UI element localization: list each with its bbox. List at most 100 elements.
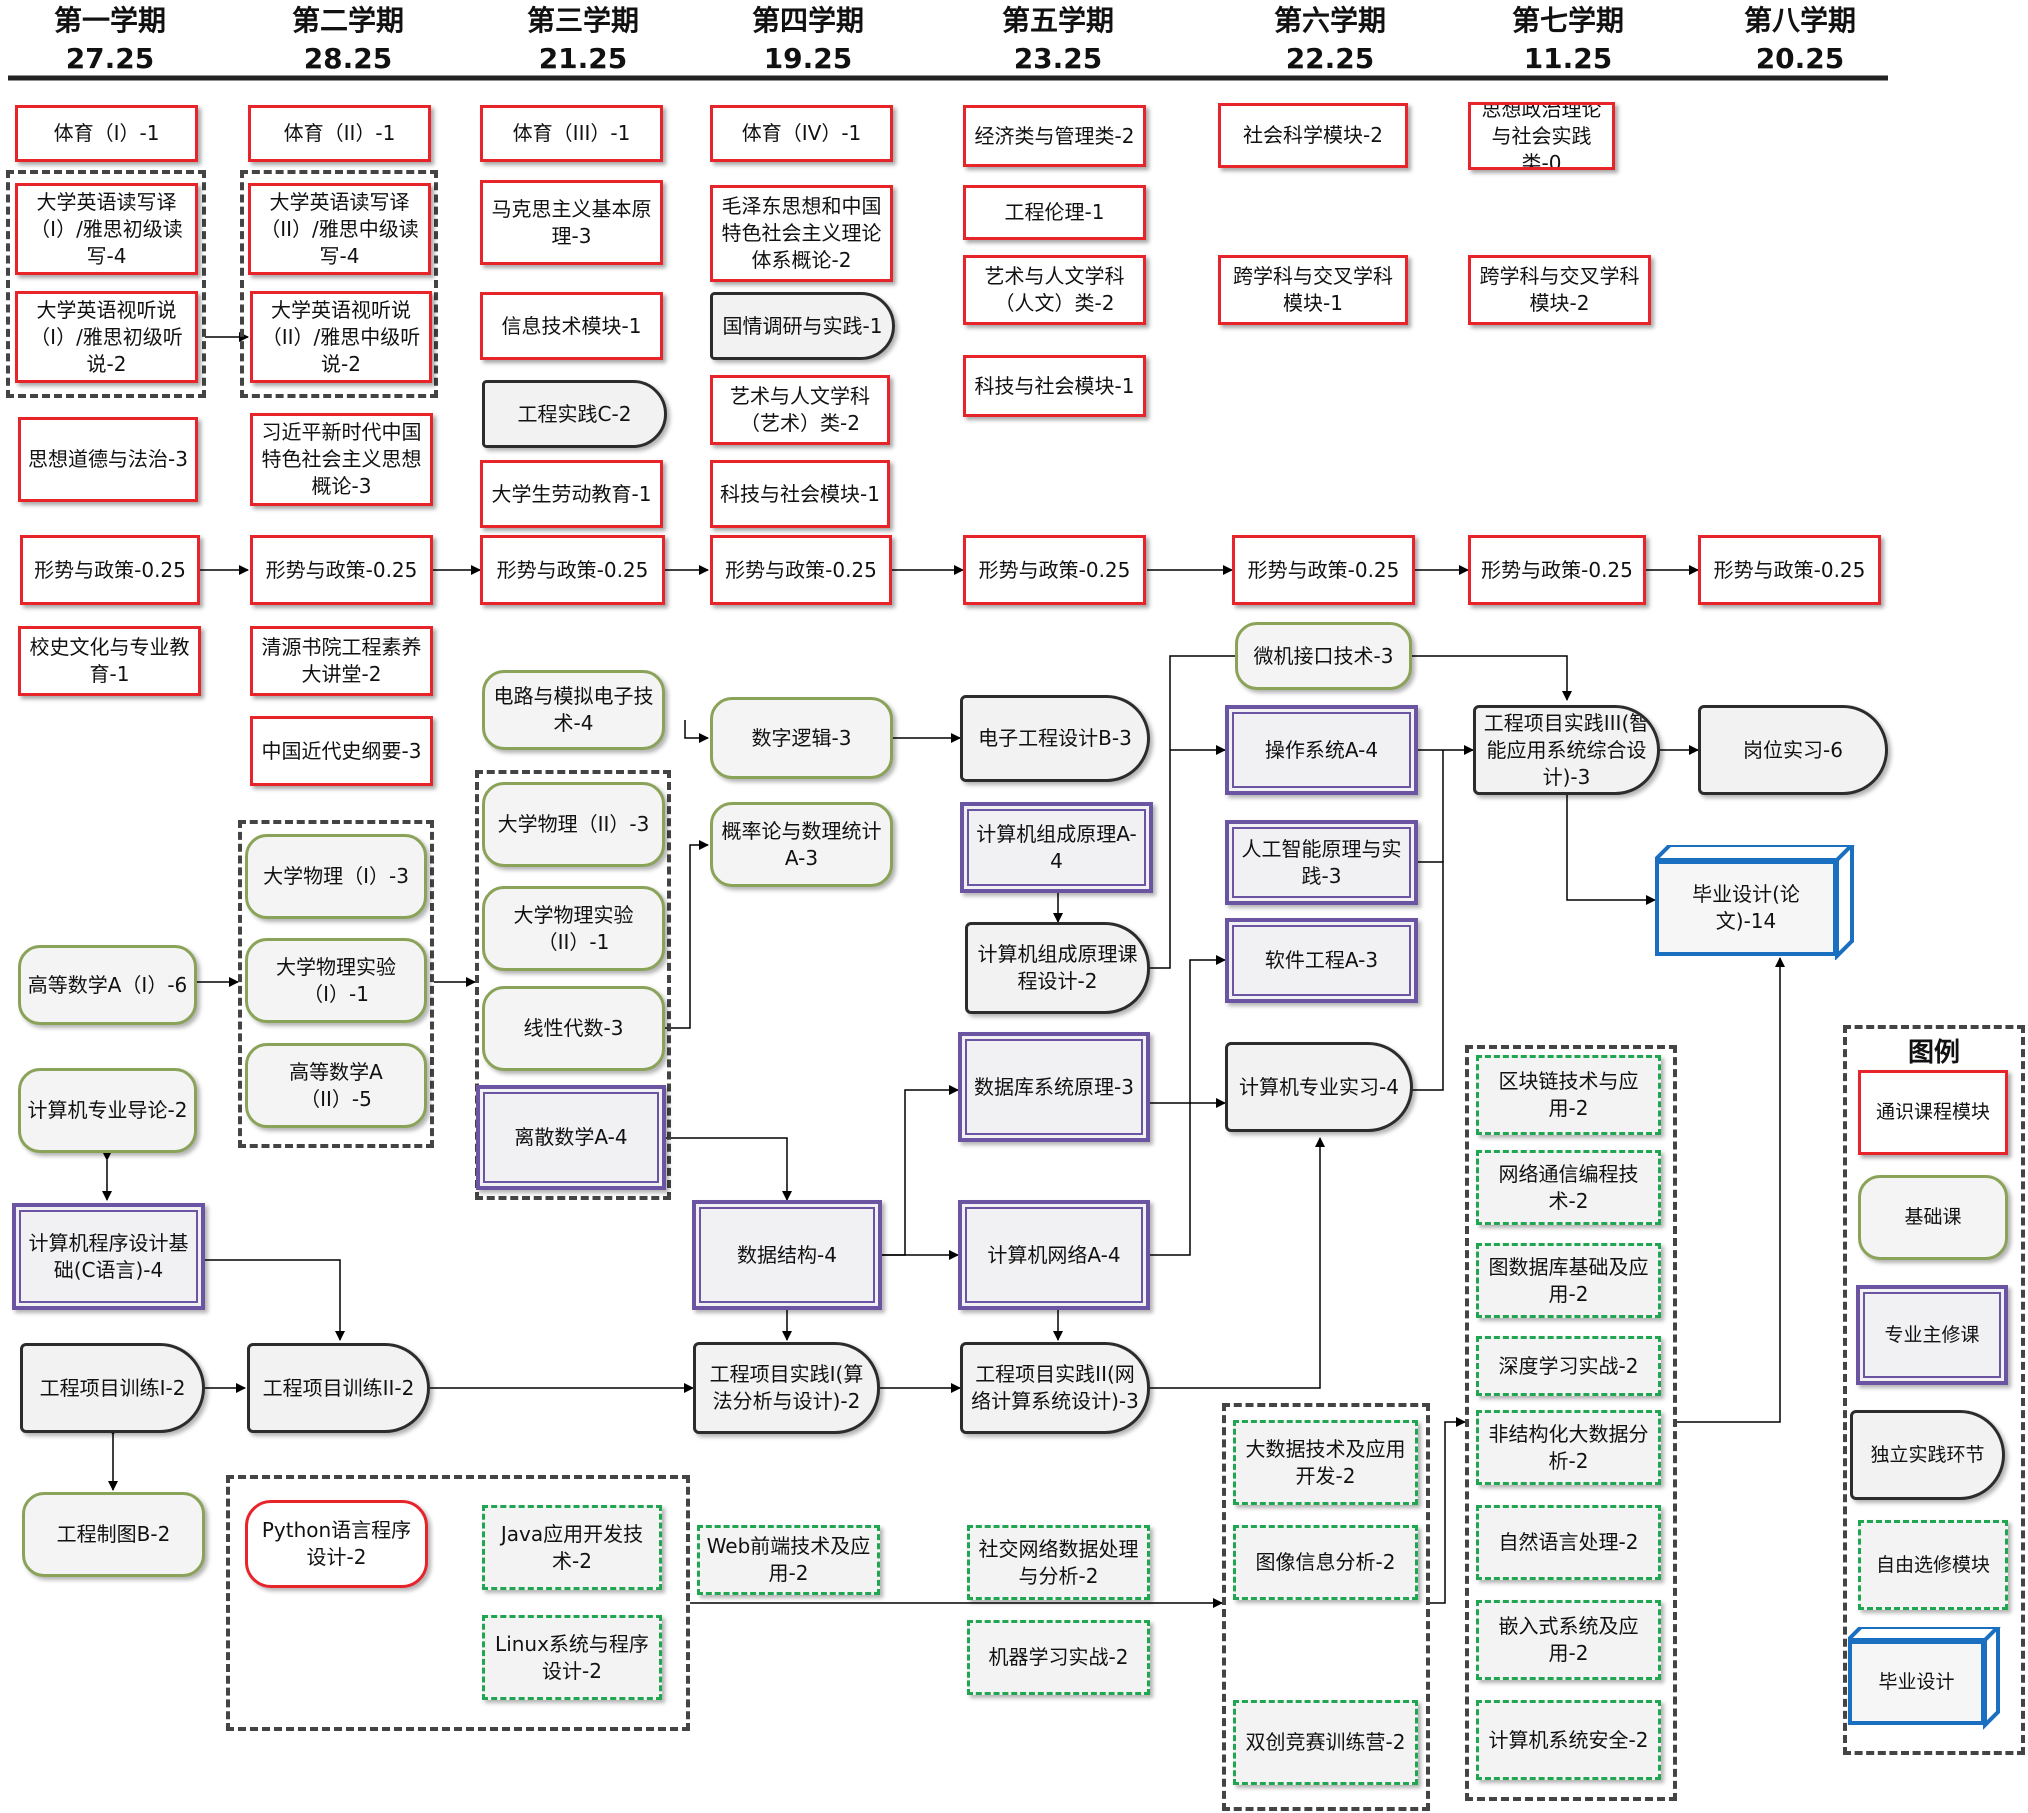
course-social-network: 社交网络数据处理与分析-2 bbox=[967, 1525, 1150, 1600]
physics-math-group-sem3 bbox=[475, 770, 671, 1200]
course-qingyuan: 清源书院工程素养大讲堂-2 bbox=[250, 626, 433, 696]
english-group-sem2 bbox=[240, 170, 438, 398]
course-english-reading-1: 大学英语读写译（I）/雅思初级读写-4 bbox=[15, 183, 198, 275]
course-digital-logic: 数字逻辑-3 bbox=[710, 697, 893, 779]
legend-graduation: 毕业设计 bbox=[1848, 1640, 1985, 1725]
course-machine-learning: 机器学习实战-2 bbox=[967, 1620, 1150, 1695]
course-marxism: 马克思主义基本原理-3 bbox=[480, 180, 663, 265]
course-linear-algebra: 线性代数-3 bbox=[482, 986, 665, 1071]
course-cs-internship: 计算机专业实习-4 bbox=[1225, 1042, 1413, 1132]
course-national-survey: 国情调研与实践-1 bbox=[710, 292, 895, 360]
course-economics: 经济类与管理类-2 bbox=[963, 105, 1146, 167]
course-training-1: 工程项目训练I-2 bbox=[20, 1343, 205, 1433]
course-physics-lab-2: 大学物理实验（II）-1 bbox=[482, 886, 665, 971]
course-english-reading-2: 大学英语读写译（II）/雅思中级读写-4 bbox=[248, 183, 431, 275]
course-python: Python语言程序设计-2 bbox=[245, 1500, 428, 1588]
course-policy-4: 形势与政策-0.25 bbox=[710, 535, 892, 605]
course-database: 数据库系统原理-3 bbox=[958, 1032, 1150, 1142]
course-unstructured: 非结构化大数据分析-2 bbox=[1476, 1410, 1661, 1485]
course-policy-1: 形势与政策-0.25 bbox=[20, 535, 200, 605]
course-physics-1: 大学物理（I）-3 bbox=[245, 834, 427, 919]
course-politics-practice: 思想政治理论与社会实践类-0 bbox=[1468, 102, 1615, 170]
course-eng-practice-c: 工程实践C-2 bbox=[482, 380, 667, 448]
course-computer-arch: 计算机组成原理A-4 bbox=[960, 802, 1153, 893]
course-art-humanities: 艺术与人文学科（人文）类-2 bbox=[963, 255, 1146, 325]
course-thesis: 毕业设计(论文)-14 bbox=[1655, 860, 1837, 956]
course-os: 操作系统A-4 bbox=[1225, 705, 1418, 795]
legend-major: 专业主修课 bbox=[1856, 1285, 2008, 1385]
course-java: Java应用开发技术-2 bbox=[482, 1505, 662, 1590]
course-nlp: 自然语言处理-2 bbox=[1476, 1505, 1661, 1580]
course-sci-soc-4: 科技与社会模块-1 bbox=[710, 460, 890, 528]
course-probability: 概率论与数理统计A-3 bbox=[710, 802, 893, 887]
course-drawing: 工程制图B-2 bbox=[22, 1492, 205, 1577]
course-c-programming: 计算机程序设计基础(C语言)-4 bbox=[12, 1203, 205, 1310]
course-policy-5: 形势与政策-0.25 bbox=[963, 535, 1146, 605]
course-project-2: 工程项目实践II(网络计算系统设计)-3 bbox=[960, 1342, 1150, 1434]
course-discrete-math: 离散数学A-4 bbox=[476, 1085, 666, 1190]
course-deep-learning: 深度学习实战-2 bbox=[1476, 1336, 1661, 1396]
english-group-sem1 bbox=[6, 170, 206, 398]
course-image: 图像信息分析-2 bbox=[1233, 1525, 1418, 1600]
elective-group-sem7 bbox=[1465, 1045, 1677, 1801]
elective-group-sem2-3 bbox=[226, 1475, 690, 1731]
course-policy-6: 形势与政策-0.25 bbox=[1232, 535, 1415, 605]
course-labor: 大学生劳动教育-1 bbox=[480, 460, 663, 528]
course-xi-thought: 习近平新时代中国特色社会主义思想概论-3 bbox=[250, 413, 433, 506]
course-microcomputer: 微机接口技术-3 bbox=[1235, 622, 1412, 690]
legend-box bbox=[1843, 1025, 2025, 1755]
course-web: Web前端技术及应用-2 bbox=[697, 1525, 880, 1595]
course-mao: 毛泽东思想和中国特色社会主义理论体系概论-2 bbox=[710, 185, 893, 282]
course-physics-lab-1: 大学物理实验（I）-1 bbox=[245, 938, 427, 1023]
course-social-science: 社会科学模块-2 bbox=[1218, 103, 1408, 168]
course-graphdb: 图数据库基础及应用-2 bbox=[1476, 1243, 1661, 1318]
course-modern-history: 中国近代史纲要-3 bbox=[250, 716, 433, 786]
course-math-2: 高等数学A（II）-5 bbox=[245, 1043, 427, 1128]
course-pe1: 体育（I）-1 bbox=[15, 105, 198, 162]
course-project-3: 工程项目实践III(智能应用系统综合设计)-3 bbox=[1473, 705, 1660, 795]
legend-basic: 基础课 bbox=[1858, 1175, 2008, 1260]
course-policy-2: 形势与政策-0.25 bbox=[250, 535, 433, 605]
course-policy-3: 形势与政策-0.25 bbox=[480, 535, 665, 605]
course-contest: 双创竞赛训练营-2 bbox=[1233, 1700, 1418, 1785]
course-data-structure: 数据结构-4 bbox=[692, 1200, 882, 1310]
physics-math-group-sem2 bbox=[238, 820, 434, 1148]
course-it-module: 信息技术模块-1 bbox=[480, 292, 663, 360]
legend-title: 图例 bbox=[1907, 1038, 1960, 1068]
course-english-listening-2: 大学英语视听说（II）/雅思中级听说-2 bbox=[250, 291, 432, 383]
course-cross-discipline-6: 跨学科与交叉学科模块-1 bbox=[1218, 255, 1408, 325]
course-art-arts: 艺术与人文学科（艺术）类-2 bbox=[710, 375, 890, 445]
course-cross-discipline-7: 跨学科与交叉学科模块-2 bbox=[1468, 255, 1651, 325]
course-pe4: 体育（IV）-1 bbox=[710, 105, 893, 162]
course-sci-soc-5: 科技与社会模块-1 bbox=[963, 355, 1146, 417]
course-pe3: 体育（III）-1 bbox=[480, 105, 663, 162]
course-english-listening-1: 大学英语视听说（I）/雅思初级听说-2 bbox=[15, 291, 198, 383]
course-blockchain: 区块链技术与应用-2 bbox=[1476, 1055, 1661, 1135]
legend-elective: 自由选修模块 bbox=[1858, 1520, 2008, 1610]
legend-practice: 独立实践环节 bbox=[1850, 1410, 2005, 1500]
elective-group-sem6 bbox=[1222, 1403, 1430, 1811]
course-netprog: 网络通信编程技术-2 bbox=[1476, 1150, 1661, 1225]
legend-general: 通识课程模块 bbox=[1858, 1070, 2008, 1155]
course-ee-design: 电子工程设计B-3 bbox=[960, 695, 1150, 782]
course-math-1: 高等数学A（I）-6 bbox=[18, 945, 197, 1025]
course-embedded: 嵌入式系统及应用-2 bbox=[1476, 1600, 1661, 1680]
course-arch-design: 计算机组成原理课程设计-2 bbox=[965, 922, 1150, 1014]
course-pe2: 体育（II）-1 bbox=[248, 105, 431, 162]
course-linux: Linux系统与程序设计-2 bbox=[482, 1615, 662, 1700]
course-bigdata: 大数据技术及应用开发-2 bbox=[1233, 1420, 1418, 1505]
course-policy-7: 形势与政策-0.25 bbox=[1468, 535, 1646, 605]
course-project-1: 工程项目实践I(算法分析与设计)-2 bbox=[693, 1342, 880, 1434]
course-engineering-ethics: 工程伦理-1 bbox=[963, 185, 1146, 240]
course-physics-2: 大学物理（II）-3 bbox=[482, 782, 665, 867]
